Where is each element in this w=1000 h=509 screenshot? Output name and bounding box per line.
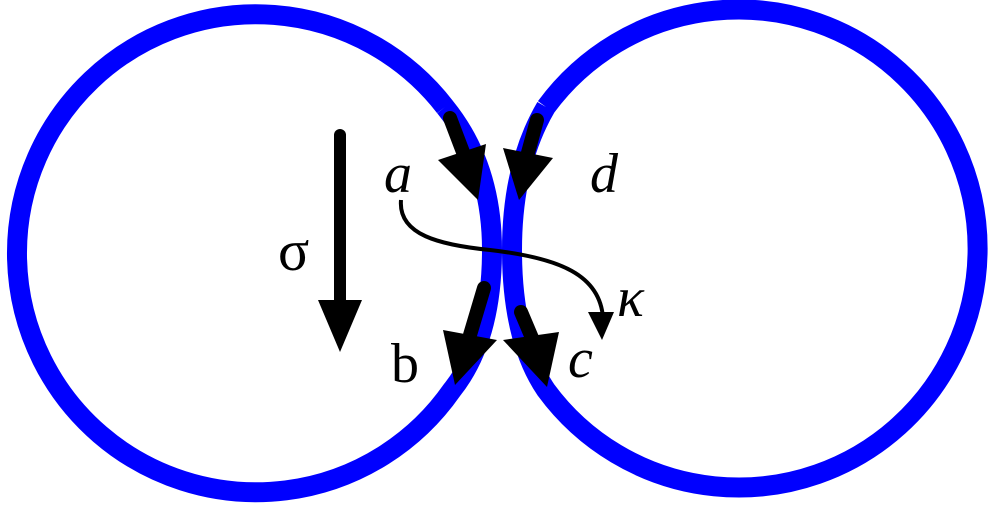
right-loop	[502, 0, 988, 498]
label-b: b	[391, 333, 419, 395]
left-loop	[7, 4, 502, 503]
label-c: c	[568, 328, 593, 390]
label-d: d	[590, 143, 619, 205]
arrow-b	[443, 281, 497, 385]
arrow-d	[503, 113, 553, 200]
label-kappa: κ	[617, 267, 645, 329]
label-a: a	[384, 143, 412, 205]
arrow-a	[438, 111, 486, 200]
label-sigma: σ	[278, 218, 309, 283]
sigma-arrow	[318, 129, 362, 352]
arrow-c	[503, 305, 559, 387]
kappa-arrow	[398, 199, 614, 340]
